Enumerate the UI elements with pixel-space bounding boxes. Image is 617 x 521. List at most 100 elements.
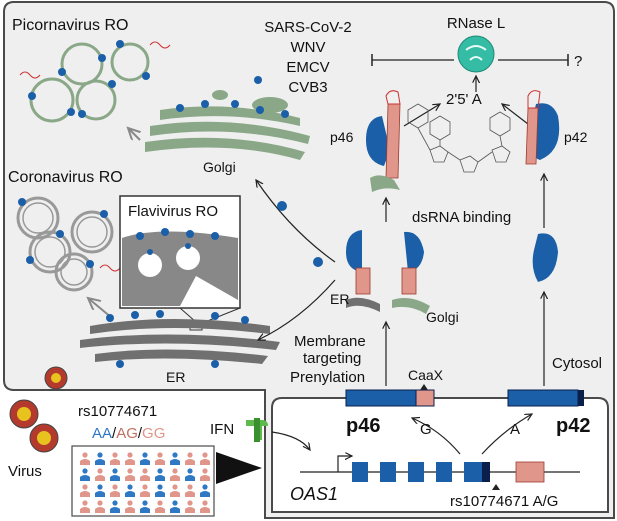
person-icon <box>155 475 165 481</box>
person-icon <box>82 500 88 506</box>
person-icon <box>125 491 135 497</box>
picornavirus-ro-vesicles <box>29 42 150 123</box>
prenylation-label: Prenylation <box>290 369 365 386</box>
membrane-label-1: Membrane <box>294 333 366 350</box>
two-five-a-molecule <box>407 103 511 173</box>
p46-active-protein <box>366 90 401 192</box>
person-icon <box>112 484 118 490</box>
population-grid <box>80 452 210 513</box>
genotype-aa: AA <box>92 425 112 442</box>
person-icon <box>202 484 208 490</box>
person-icon <box>187 484 193 490</box>
person-icon <box>112 500 118 506</box>
oas1-gene <box>300 456 580 490</box>
coronavirus-ro-label: Coronavirus RO <box>8 169 123 186</box>
virus-emcv: EMCV <box>286 59 329 76</box>
viral-rna <box>149 41 171 49</box>
viral-rna <box>99 264 121 272</box>
p42-active-protein <box>525 90 560 165</box>
person-icon <box>97 468 103 474</box>
rnase-l-icon <box>457 35 495 73</box>
virus-icon <box>9 366 68 453</box>
person-icon <box>127 484 133 490</box>
person-icon <box>170 507 180 513</box>
oas1-label: OAS1 <box>290 484 338 504</box>
person-icon <box>172 468 178 474</box>
person-icon <box>125 507 135 513</box>
er-small-label: ER <box>330 291 349 307</box>
er-label: ER <box>166 369 185 385</box>
person-icon <box>200 475 210 481</box>
person-icon <box>172 452 178 458</box>
person-icon <box>142 468 148 474</box>
person-icon <box>170 491 180 497</box>
cytosol-label: Cytosol <box>552 355 602 372</box>
population-arrow <box>216 452 262 484</box>
person-icon <box>112 452 118 458</box>
p46-big-label: p46 <box>346 415 380 437</box>
coronavirus-oas-proteins <box>18 198 108 268</box>
to-golgi-arrow <box>256 180 336 263</box>
person-icon <box>82 468 88 474</box>
person-icon <box>157 468 163 474</box>
person-icon <box>80 459 90 465</box>
person-icon <box>202 452 208 458</box>
snp-label: rs10774671 A/G <box>450 493 558 510</box>
person-icon <box>187 500 193 506</box>
endoplasmic-reticulum <box>80 319 280 364</box>
virus-list: SARS-CoV-2 WNV EMCV CVB3 <box>264 19 352 96</box>
person-icon <box>172 500 178 506</box>
person-icon <box>185 475 195 481</box>
person-icon <box>97 484 103 490</box>
person-icon <box>95 491 105 497</box>
person-icon <box>97 452 103 458</box>
person-icon <box>97 500 103 506</box>
person-icon <box>82 484 88 490</box>
person-icon <box>155 507 165 513</box>
person-icon <box>187 468 193 474</box>
person-icon <box>185 491 195 497</box>
picornavirus-oas-proteins <box>28 40 150 118</box>
person-icon <box>142 500 148 506</box>
person-icon <box>127 468 133 474</box>
golgi-small-label: Golgi <box>426 309 459 325</box>
person-icon <box>110 459 120 465</box>
caax-marker <box>420 384 428 390</box>
person-icon <box>112 468 118 474</box>
flavivirus-ro-inset <box>119 195 241 331</box>
person-icon <box>125 475 135 481</box>
person-icon <box>185 507 195 513</box>
person-icon <box>157 452 163 458</box>
person-icon <box>185 459 195 465</box>
person-icon <box>127 452 133 458</box>
virus-label: Virus <box>8 463 42 480</box>
person-icon <box>110 475 120 481</box>
person-icon <box>80 507 90 513</box>
p46-active-label: p46 <box>330 129 354 145</box>
p46-to-2-5a-arrow <box>403 104 440 127</box>
person-icon <box>80 475 90 481</box>
person-icon <box>142 484 148 490</box>
viral-rna <box>19 71 41 79</box>
person-icon <box>110 507 120 513</box>
cytosolic-p46-protein <box>277 201 323 267</box>
rnase-l-label: RNase L <box>447 15 505 32</box>
er-oas-proteins <box>106 310 249 368</box>
person-icon <box>95 507 105 513</box>
person-icon <box>187 452 193 458</box>
person-icon <box>140 507 150 513</box>
p42-to-2-5a-arrow <box>502 104 529 125</box>
genotype-sep-1: / <box>112 425 117 442</box>
p46-protein-bar <box>345 389 435 407</box>
ifn-label: IFN <box>210 421 234 438</box>
to-er-arrow <box>258 279 336 340</box>
p46-er-bound <box>346 230 380 312</box>
person-icon <box>95 475 105 481</box>
person-icon <box>80 491 90 497</box>
person-icon <box>170 459 180 465</box>
person-icon <box>172 484 178 490</box>
p42-big-label: p42 <box>556 415 590 437</box>
person-icon <box>202 500 208 506</box>
rs-id-label: rs10774671 <box>78 403 157 420</box>
person-icon <box>200 507 210 513</box>
